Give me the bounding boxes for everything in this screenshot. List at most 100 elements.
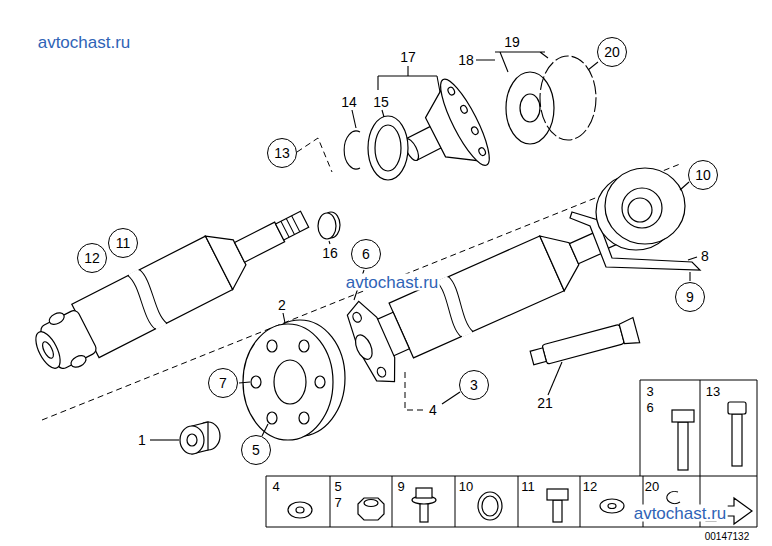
leader-line (262, 424, 268, 436)
grease-tube (529, 318, 640, 371)
table-cell: 9 (397, 480, 404, 493)
tube-cap (530, 348, 546, 365)
bracket-leader (476, 52, 548, 72)
gasket (540, 56, 596, 140)
flange-hole (351, 311, 362, 323)
tube-break-line (126, 275, 157, 330)
joint-bore (40, 340, 55, 360)
callout-number: 7 (219, 376, 227, 390)
joint-bolt-hole (478, 147, 487, 157)
leader-line (239, 382, 250, 383)
spline-lines (281, 216, 300, 237)
joint-flange (31, 328, 65, 372)
table-cell: 7 (334, 496, 341, 509)
callout-circle: 20 (597, 37, 627, 67)
bolt-icon-head (728, 402, 746, 414)
parts-table-grid (266, 380, 757, 527)
callout-number: 5 (252, 443, 260, 457)
callout-number: 19 (503, 35, 521, 49)
joint-flange (432, 74, 497, 170)
callout-circle: 3 (459, 370, 489, 400)
table-cell: 10 (459, 480, 473, 493)
circlip (344, 131, 360, 169)
callout-circle: 5 (241, 435, 271, 465)
tube-break-gap (128, 269, 166, 329)
leader-line (329, 241, 330, 244)
nut-icon-top (364, 500, 378, 507)
three-arm-flange (340, 297, 403, 390)
ring-icon (478, 492, 502, 520)
lobed-gasket-inner (375, 125, 401, 171)
tube-break-line (447, 276, 475, 332)
watermark: avtochast.ru (633, 505, 728, 522)
disc-bolt-hole (299, 412, 309, 424)
callout-number: 8 (700, 249, 710, 263)
callout-number: 12 (84, 251, 100, 265)
disc-bolt-hole (315, 376, 325, 388)
leader-line (352, 110, 356, 128)
callout-circle: 7 (208, 368, 238, 398)
watermark: avtochast.ru (37, 34, 132, 51)
washer-icon (600, 499, 624, 513)
table-cell: 3 (646, 385, 653, 398)
clamp-band (318, 213, 336, 239)
callout-number: 10 (695, 168, 711, 182)
callout-number: 14 (340, 95, 358, 109)
callout-number: 16 (321, 246, 339, 260)
washer-icon-hole (296, 507, 304, 513)
long-bolt-icon-shank (678, 422, 688, 470)
cover-plate (506, 72, 554, 144)
tube-crimp (618, 318, 639, 347)
watermark: avtochast.ru (345, 274, 440, 291)
disc-bolt-hole (267, 340, 277, 352)
joint-cap (69, 353, 88, 369)
callout-number: 9 (686, 290, 694, 304)
leader-line (689, 272, 690, 281)
callout-circle: 11 (108, 228, 138, 258)
leader-line (442, 392, 460, 404)
leader-line (283, 313, 285, 323)
callout-number: 2 (277, 298, 287, 312)
tube-break-line (138, 269, 169, 324)
callout-number: 4 (428, 403, 438, 417)
lobed-gasket (368, 116, 408, 180)
disc-bolt-hole (299, 340, 309, 352)
leader-line (548, 362, 562, 395)
callout-dash-leader (297, 138, 332, 172)
callout-circle: 12 (77, 243, 107, 273)
callout-number: 17 (399, 50, 417, 64)
circlip-icon (667, 491, 680, 503)
shaft-tube (72, 236, 233, 358)
washer-icon (288, 502, 312, 518)
tube-body (542, 324, 624, 364)
table-cell: 11 (521, 480, 535, 493)
callout-circle: 6 (351, 239, 381, 269)
table-cell: 6 (646, 401, 653, 414)
callout-number: 11 (116, 236, 131, 250)
assembly-dash-line (42, 164, 680, 420)
dash-leader (405, 372, 424, 410)
callout-number: 13 (274, 146, 290, 160)
cover-plate-center (520, 94, 540, 122)
disc-bolt-hole (267, 412, 277, 424)
ring-icon-inner (482, 496, 498, 516)
bushing-bore (187, 434, 197, 446)
table-cell: 20 (645, 480, 659, 493)
callout-number: 21 (536, 396, 554, 410)
bolt-icon-shank (732, 414, 742, 466)
bearing-bore (628, 198, 652, 222)
table-cell: 4 (272, 480, 279, 493)
bolt-icon-head (416, 488, 432, 498)
shaft-tube (389, 236, 564, 358)
bolt-icon-shank (553, 500, 562, 522)
flex-disc (243, 324, 333, 440)
washer-icon-hole (608, 504, 616, 509)
joint-bolt-hole (459, 104, 468, 114)
callout-number: 6 (362, 247, 370, 261)
flange-hub (352, 332, 375, 361)
flex-disc-bore (274, 360, 306, 404)
leader-line (588, 62, 598, 70)
callout-circle: 13 (267, 138, 297, 168)
